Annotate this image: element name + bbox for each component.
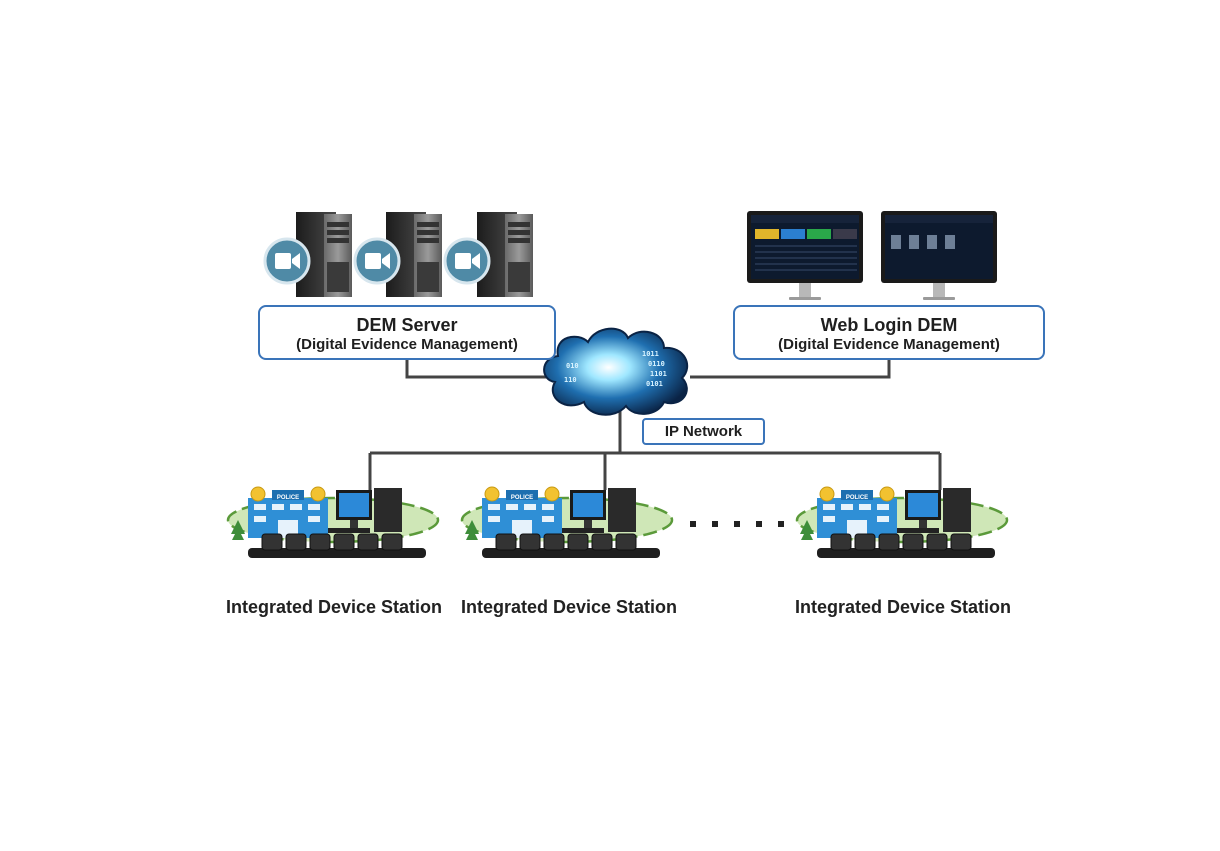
police-building-icon [795,485,1009,560]
police-sign: POLICE [511,495,533,501]
station-1-label: Integrated Device Station [225,597,443,617]
dem-server-title: DEM Server [356,315,458,335]
dem-server-subtitle: (Digital Evidence Management) [296,336,518,353]
dem-server-box: DEM Server (Digital Evidence Management) [258,305,556,360]
police-building-icon [226,485,440,560]
monitor-icon [881,211,997,300]
svg-text:110: 110 [564,376,577,384]
svg-text:010: 010 [566,362,579,370]
svg-text:0110: 0110 [648,360,665,368]
station-2-label: Integrated Device Station [460,597,678,617]
web-login-subtitle: (Digital Evidence Management) [778,336,1000,353]
police-sign: POLICE [277,495,299,501]
svg-text:1101: 1101 [650,370,667,378]
server-tower-icon [386,212,442,297]
video-camera-icon [263,237,311,285]
web-login-title: Web Login DEM [820,315,958,335]
svg-text:0101: 0101 [646,380,663,388]
web-login-link [690,360,891,379]
station-3-art: POLICE [795,485,1009,560]
server-link [405,360,560,379]
server-tower-icon [296,212,352,297]
web-login-box: Web Login DEM (Digital Evidence Manageme… [733,305,1045,360]
station-1-art: POLICE [226,485,440,560]
station-3-label: Integrated Device Station [794,597,1012,617]
svg-text:1011: 1011 [642,350,659,358]
monitor-icon [747,211,863,300]
video-camera-icon [443,237,491,285]
ip-network-label: IP Network [642,418,765,445]
police-sign: POLICE [846,495,868,501]
station-2-art: POLICE [460,485,674,560]
police-building-icon [460,485,674,560]
ellipsis-dots [690,521,784,527]
video-camera-icon [353,237,401,285]
